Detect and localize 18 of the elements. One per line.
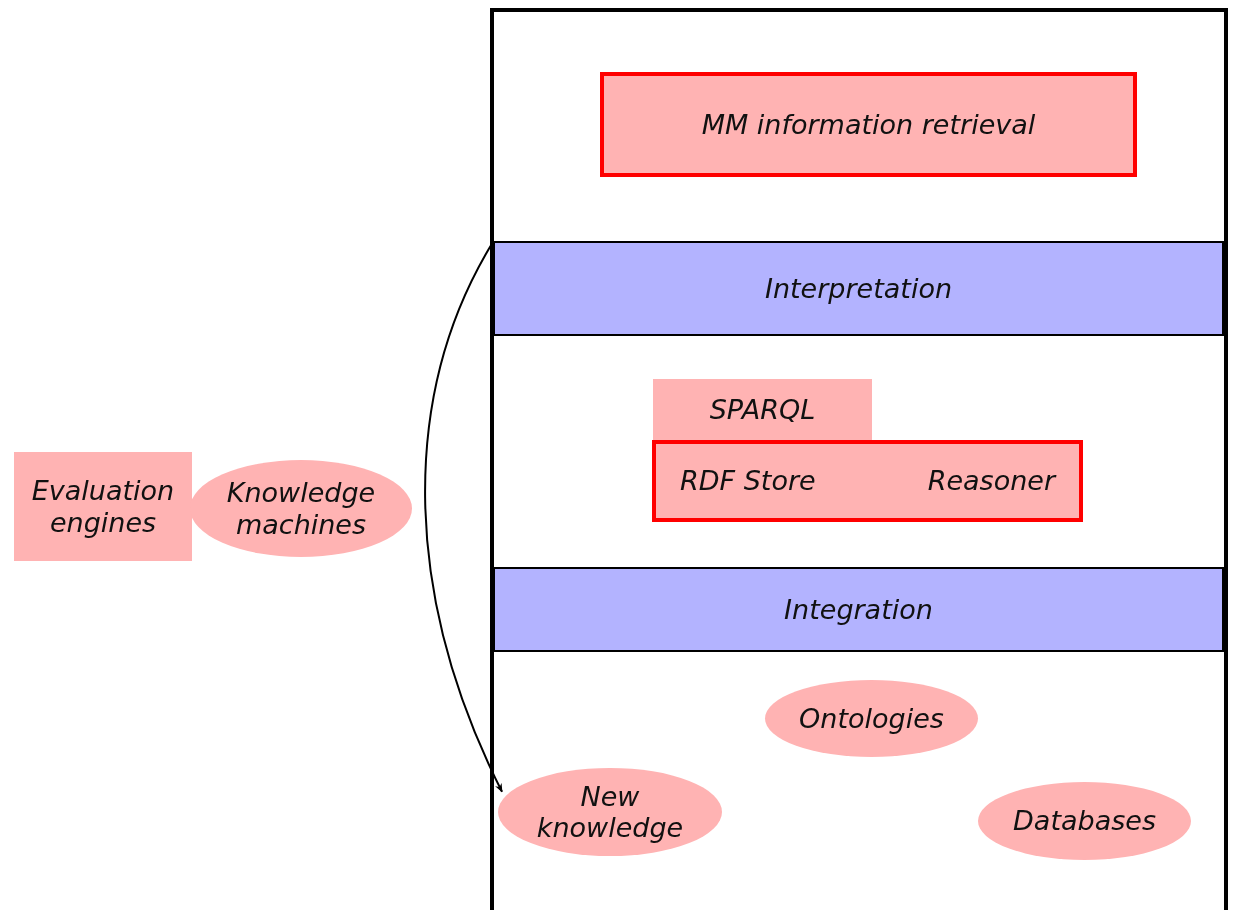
node-label: Knowledge machines — [225, 477, 377, 540]
node-label: Reasoner — [927, 465, 1055, 497]
layer-band — [493, 241, 1224, 336]
node-label: Interpretation — [764, 272, 953, 304]
frame-box — [490, 8, 1228, 910]
node-label: Ontologies — [799, 702, 944, 734]
layer-band — [493, 567, 1224, 652]
node-label: Integration — [784, 593, 933, 625]
process-box — [600, 72, 1137, 177]
process-box — [653, 379, 872, 440]
node-label: Evaluation engines — [30, 475, 176, 538]
node-label: SPARQL — [709, 393, 816, 425]
node-label: Databases — [1013, 805, 1156, 837]
node-label: MM information retrieval — [701, 108, 1036, 140]
node-label: RDF Store — [680, 465, 816, 497]
process-box — [14, 452, 192, 561]
process-box — [652, 440, 1083, 522]
node-label: New knowledge — [535, 780, 685, 844]
